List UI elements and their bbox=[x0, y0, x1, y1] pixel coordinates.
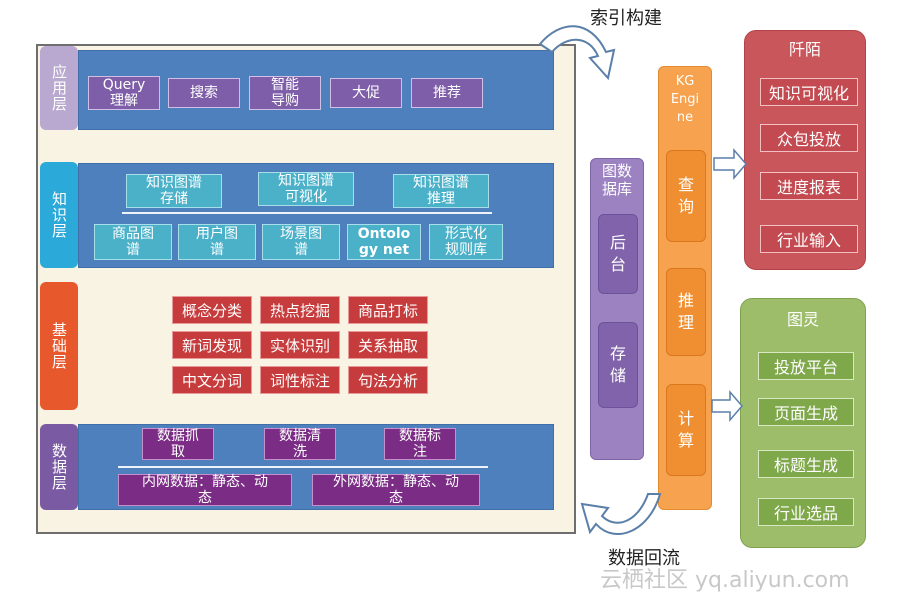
qianmo-title: 阡陌 bbox=[788, 40, 821, 59]
knowledge-divider bbox=[122, 212, 492, 214]
layer-label-app: 应用层 bbox=[50, 64, 68, 112]
formal-rule-base-item[interactable]: 形式化 规则库 bbox=[429, 224, 503, 260]
kg-visualization-item[interactable]: 知识图谱 可视化 bbox=[258, 172, 354, 206]
hotspot-mining-item[interactable]: 热点挖掘 bbox=[260, 296, 340, 324]
scene-graph-item[interactable]: 场景图 谱 bbox=[262, 224, 340, 260]
crowdsource-delivery-item[interactable]: 众包投放 bbox=[760, 124, 858, 152]
reasoning-item[interactable]: 推 理 bbox=[666, 268, 706, 356]
kg-engine-title: KG Engi ne bbox=[670, 74, 700, 125]
user-graph-item[interactable]: 用户图 谱 bbox=[178, 224, 256, 260]
entity-recognition-item[interactable]: 实体识别 bbox=[260, 331, 340, 359]
compute-item[interactable]: 计 算 bbox=[666, 384, 706, 476]
storage-item[interactable]: 存 储 bbox=[598, 322, 638, 408]
layer-label-basic: 基础层 bbox=[50, 322, 68, 370]
knowledge-visualization-item[interactable]: 知识可视化 bbox=[760, 78, 858, 106]
data-backflow-caption: 数据回流 bbox=[608, 548, 680, 569]
progress-report-item[interactable]: 进度报表 bbox=[760, 172, 858, 200]
index-build-caption: 索引构建 bbox=[590, 8, 662, 29]
data-labeling-item[interactable]: 数据标 注 bbox=[384, 428, 456, 460]
external-data-item[interactable]: 外网数据：静态、动 态 bbox=[312, 474, 480, 506]
data-backflow-arrow bbox=[580, 493, 662, 535]
kg-storage-item[interactable]: 知识图谱 存储 bbox=[126, 174, 222, 208]
data-cleaning-item[interactable]: 数据清 洗 bbox=[264, 428, 336, 460]
data-divider bbox=[118, 466, 488, 468]
delivery-platform-item[interactable]: 投放平台 bbox=[758, 352, 854, 380]
relation-extraction-item[interactable]: 关系抽取 bbox=[348, 331, 428, 359]
query-item[interactable]: 查 询 bbox=[666, 150, 706, 242]
query-understanding-button[interactable]: Query 理解 bbox=[88, 76, 160, 110]
syntax-analysis-item[interactable]: 句法分析 bbox=[348, 366, 428, 394]
layer-tab-knowledge: 知识层 bbox=[40, 162, 78, 268]
intranet-data-item[interactable]: 内网数据：静态、动 态 bbox=[118, 474, 292, 506]
engine-to-qianmo-arrow bbox=[713, 147, 747, 181]
backend-item[interactable]: 后 台 bbox=[598, 214, 638, 294]
tuling-title: 图灵 bbox=[786, 310, 819, 329]
page-generation-item[interactable]: 页面生成 bbox=[758, 398, 854, 426]
data-crawl-item[interactable]: 数据抓 取 bbox=[142, 428, 214, 460]
layer-tab-app: 应用层 bbox=[40, 46, 78, 130]
concept-classification-item[interactable]: 概念分类 bbox=[172, 296, 252, 324]
watermark: 云栖社区 yq.aliyun.com bbox=[600, 568, 850, 593]
layer-label-knowledge: 知识层 bbox=[50, 191, 68, 239]
index-build-arrow bbox=[538, 25, 616, 81]
layer-tab-basic: 基础层 bbox=[40, 282, 78, 410]
industry-selection-item[interactable]: 行业选品 bbox=[758, 498, 854, 526]
pos-tagging-item[interactable]: 词性标注 bbox=[260, 366, 340, 394]
big-promotion-button[interactable]: 大促 bbox=[330, 78, 402, 108]
product-graph-item[interactable]: 商品图 谱 bbox=[94, 224, 172, 260]
ontology-net-item[interactable]: Ontolo gy net bbox=[347, 224, 421, 260]
product-tagging-item[interactable]: 商品打标 bbox=[348, 296, 428, 324]
chinese-segmentation-item[interactable]: 中文分词 bbox=[172, 366, 252, 394]
graph-database-title: 图数 据库 bbox=[601, 162, 632, 198]
search-button[interactable]: 搜索 bbox=[168, 78, 240, 108]
smart-shopping-guide-button[interactable]: 智能 导购 bbox=[249, 76, 321, 110]
layer-tab-data: 数据层 bbox=[40, 424, 78, 510]
title-generation-item[interactable]: 标题生成 bbox=[758, 450, 854, 478]
kg-reasoning-item[interactable]: 知识图谱 推理 bbox=[393, 174, 489, 208]
graph-database-column bbox=[590, 158, 644, 460]
industry-input-item[interactable]: 行业输入 bbox=[760, 225, 858, 253]
engine-to-tuling-arrow bbox=[711, 389, 743, 423]
layer-label-data: 数据层 bbox=[50, 443, 68, 491]
new-word-discovery-item[interactable]: 新词发现 bbox=[172, 331, 252, 359]
recommend-button[interactable]: 推荐 bbox=[411, 78, 483, 108]
